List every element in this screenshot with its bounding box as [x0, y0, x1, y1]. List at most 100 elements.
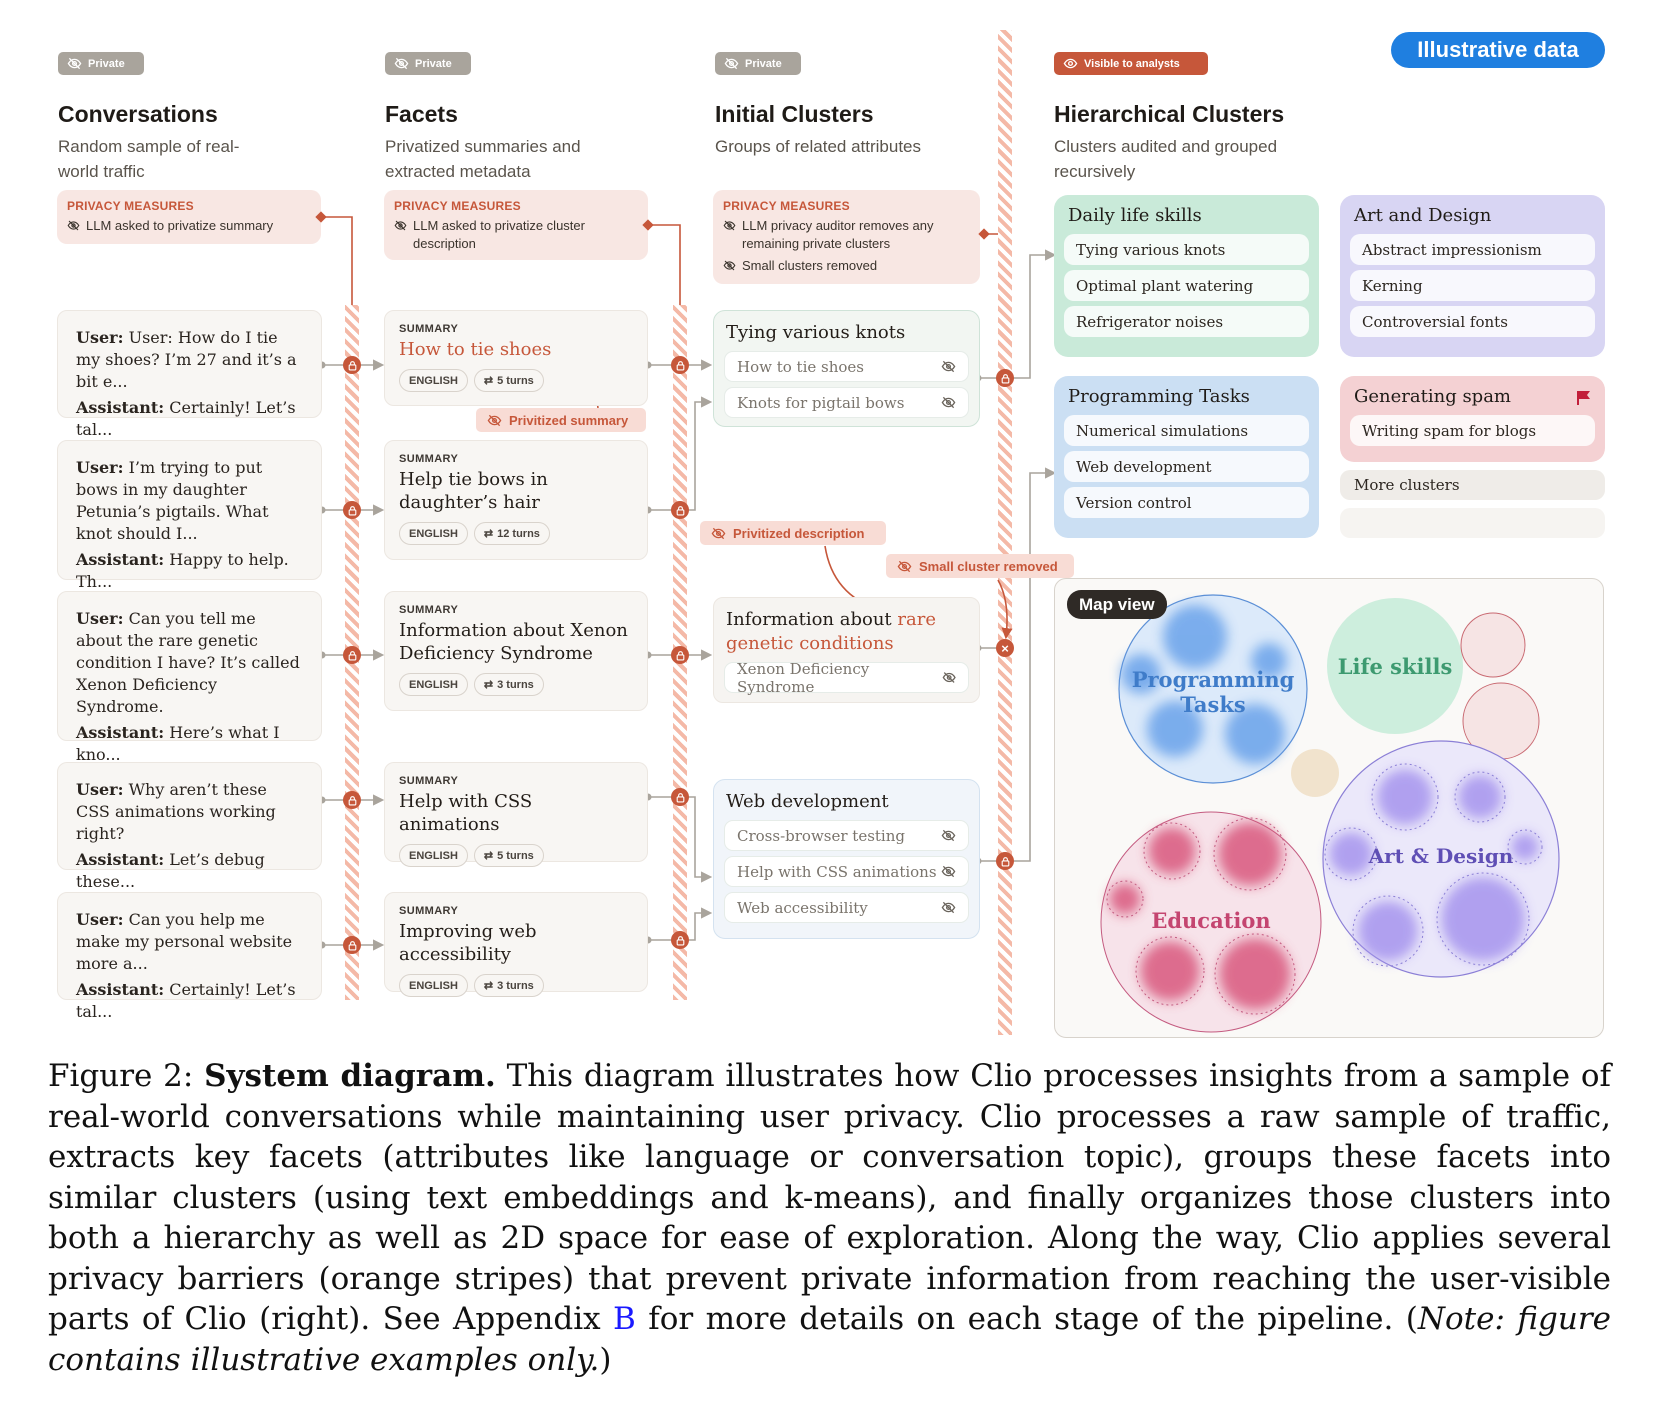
- life-skills-bubble[interactable]: [1327, 598, 1463, 734]
- more-clusters-button[interactable]: More clusters: [1340, 470, 1605, 500]
- privacy-heading: PRIVACY MEASURES: [723, 199, 850, 213]
- column-initial-clusters-header: Private Initial Clusters Groups of relat…: [715, 52, 985, 159]
- cluster-item: Help with CSS animations: [724, 856, 969, 887]
- hier-item: Numerical simulations: [1064, 415, 1309, 446]
- cluster-item: Knots for pigtail bows: [724, 387, 969, 418]
- column-description: Privatized summaries and extracted metad…: [385, 137, 581, 181]
- summary-title: Improving web accessibility: [399, 921, 537, 965]
- summary-title: How to tie shoes: [399, 339, 552, 360]
- turns-tag: ⇄5 turns: [473, 369, 544, 392]
- repeat-icon: ⇄: [483, 850, 494, 862]
- conversation-text: User: Can you help me make my personal w…: [76, 910, 293, 973]
- eye-slash-icon: [941, 864, 956, 879]
- private-pill: Private: [385, 52, 471, 75]
- lock-icon: [671, 501, 689, 519]
- hier-card-programming: Programming Tasks Numerical simulations …: [1054, 376, 1319, 538]
- conversation-card: User: Can you tell me about the rare gen…: [57, 591, 322, 764]
- hier-item: Kerning: [1350, 270, 1595, 301]
- facet-card: SUMMARY How to tie shoes ENGLISH ⇄5 turn…: [384, 310, 648, 406]
- facet-card: SUMMARY Help with CSS animations ENGLISH…: [384, 762, 648, 867]
- map-label-education: Education: [1151, 907, 1271, 933]
- map-label-programming: Programming Tasks: [1131, 667, 1295, 717]
- small-bubble[interactable]: [1460, 612, 1526, 678]
- appendix-link[interactable]: B: [613, 1301, 636, 1337]
- eye-slash-icon: [941, 359, 956, 374]
- privacy-measures-facets: PRIVACY MEASURES LLM asked to privatize …: [384, 190, 648, 260]
- map-view-label: Map view: [1067, 590, 1167, 619]
- hier-item: Writing spam for blogs: [1350, 415, 1595, 446]
- turns-tag: ⇄5 turns: [473, 844, 544, 867]
- summary-title: Help with CSS animations: [399, 791, 533, 835]
- cluster-title: Information about rare genetic condition…: [726, 609, 936, 654]
- removed-x-icon: ×: [996, 639, 1014, 657]
- summary-title: Information about Xenon Deficiency Syndr…: [399, 620, 628, 664]
- lock-icon: [996, 369, 1014, 387]
- column-title: Hierarchical Clusters: [1054, 101, 1285, 127]
- privacy-measures-initial-clusters: PRIVACY MEASURES LLM privacy auditor rem…: [713, 190, 980, 284]
- lock-icon: [343, 646, 361, 664]
- hier-card-art-design: Art and Design Abstract impressionism Ke…: [1340, 195, 1605, 357]
- visible-pill: Visible to analysts: [1054, 52, 1208, 75]
- conversation-text: User: Why aren’t these CSS animations wo…: [76, 780, 276, 843]
- language-tag: ENGLISH: [399, 974, 468, 997]
- privacy-heading: PRIVACY MEASURES: [67, 199, 194, 213]
- conversation-card: User: Why aren’t these CSS animations wo…: [57, 762, 322, 891]
- privacy-item: LLM privacy auditor removes any remainin…: [723, 217, 970, 253]
- cluster-item: Cross-browser testing: [724, 820, 969, 851]
- hier-title: Daily life skills: [1068, 205, 1202, 226]
- privacy-heading: PRIVACY MEASURES: [394, 199, 521, 213]
- facet-card: SUMMARY Information about Xenon Deficien…: [384, 591, 648, 711]
- conversation-card: User: User: How do I tie my shoes? I’m 2…: [57, 310, 322, 439]
- hier-item: Refrigerator noises: [1064, 306, 1309, 337]
- column-hierarchical-header: Visible to analysts Hierarchical Cluster…: [1054, 52, 1334, 184]
- hier-title: Programming Tasks: [1068, 386, 1250, 407]
- conversation-card: User: Can you help me make my personal w…: [57, 892, 322, 1021]
- illustrative-data-badge: Illustrative data: [1391, 32, 1605, 68]
- cluster-item: How to tie shoes: [724, 351, 969, 382]
- facet-card: SUMMARY Help tie bows in daughter’s hair…: [384, 440, 648, 560]
- conversation-text: User: User: How do I tie my shoes? I’m 2…: [76, 328, 297, 391]
- conversation-reply: Assistant: Certainly! Let’s tal...: [76, 398, 296, 439]
- more-clusters-placeholder: [1340, 508, 1605, 538]
- lock-icon: [343, 791, 361, 809]
- map-view-canvas: [1100, 594, 1560, 1033]
- repeat-icon: ⇄: [483, 528, 494, 540]
- small-bubble[interactable]: [1291, 749, 1339, 797]
- hier-item: Controversial fonts: [1350, 306, 1595, 337]
- column-description: Clusters audited and grouped recursively: [1054, 137, 1278, 181]
- column-facets-header: Private Facets Privatized summaries and …: [385, 52, 655, 184]
- lock-icon: [671, 788, 689, 806]
- conversation-reply: Assistant: Happy to help. Th...: [76, 550, 289, 591]
- map-view-panel[interactable]: Map view Programming Tasks Life skills E…: [1054, 578, 1604, 1038]
- hier-item: Optimal plant watering: [1064, 270, 1309, 301]
- conversation-reply: Assistant: Certainly! Let’s tal...: [76, 980, 296, 1021]
- summary-label: SUMMARY: [399, 905, 459, 917]
- language-tag: ENGLISH: [399, 522, 468, 545]
- lock-icon: [671, 931, 689, 949]
- figure-caption: Figure 2: System diagram. This diagram i…: [48, 1058, 1611, 1378]
- hier-title: Art and Design: [1354, 205, 1492, 226]
- lock-icon: [996, 852, 1014, 870]
- summary-label: SUMMARY: [399, 453, 459, 465]
- privatized-summary-callout: Privitized summary: [476, 408, 646, 432]
- eye-slash-icon: [941, 395, 956, 410]
- hier-item: Tying various knots: [1064, 234, 1309, 265]
- repeat-icon: ⇄: [483, 375, 494, 387]
- hier-item: Web development: [1064, 451, 1309, 482]
- repeat-icon: ⇄: [483, 980, 494, 992]
- language-tag: ENGLISH: [399, 844, 468, 867]
- privacy-item: LLM asked to privatize summary: [67, 217, 311, 235]
- language-tag: ENGLISH: [399, 369, 468, 392]
- column-title: Conversations: [58, 101, 218, 127]
- cluster-title: Web development: [726, 791, 889, 812]
- initial-cluster-card: Web development Cross-browser testing He…: [713, 779, 980, 939]
- map-label-art-design: Art & Design: [1368, 844, 1514, 868]
- hier-card-spam: Generating spam Writing spam for blogs: [1340, 376, 1605, 462]
- turns-tag: ⇄3 turns: [473, 974, 544, 997]
- eye-slash-icon: [942, 670, 956, 685]
- conversation-reply: Assistant: Here’s what I kno...: [76, 723, 280, 764]
- column-description: Random sample of real-world traffic: [58, 137, 240, 181]
- lock-icon: [343, 356, 361, 374]
- private-pill: Private: [58, 52, 144, 75]
- lock-icon: [671, 646, 689, 664]
